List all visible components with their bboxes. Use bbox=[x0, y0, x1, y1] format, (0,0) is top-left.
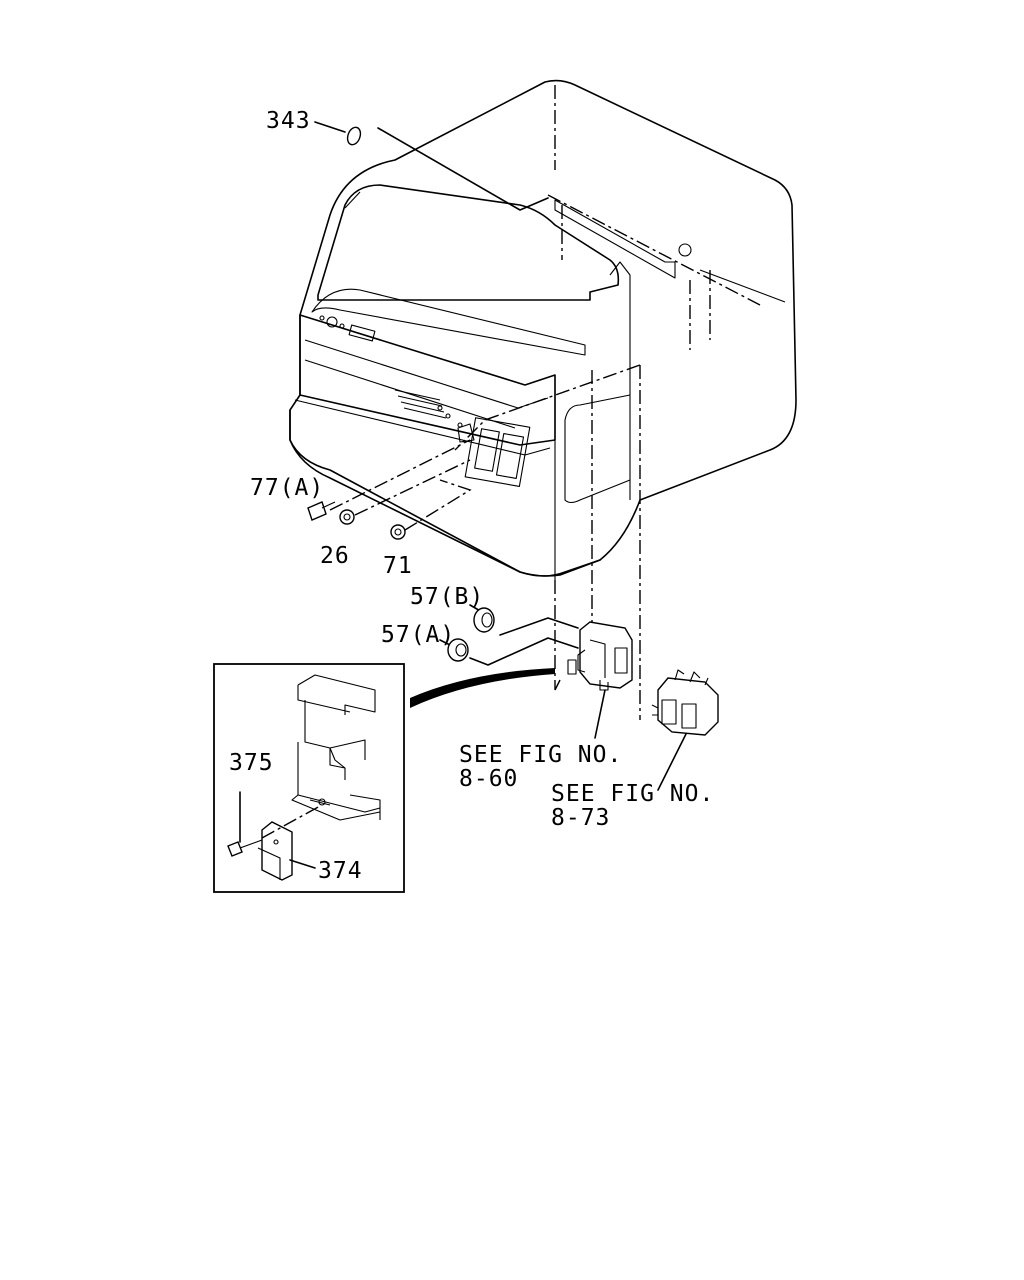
part-71-nut bbox=[390, 524, 406, 540]
vehicle-body bbox=[289, 79, 797, 580]
lamp-assembly-8-60 bbox=[567, 621, 633, 691]
see-fig-873-line2: 8-73 bbox=[551, 805, 610, 831]
label-71: 71 bbox=[383, 553, 413, 579]
label-374: 374 bbox=[318, 858, 363, 884]
label-77a: 77(A) bbox=[250, 475, 324, 501]
part-57a-grommet bbox=[447, 638, 469, 662]
part-77a-bolt bbox=[307, 501, 336, 521]
label-343: 343 bbox=[266, 108, 311, 134]
see-fig-860-line1: SEE FIG NO. bbox=[459, 742, 622, 768]
detail-inset bbox=[213, 663, 405, 893]
part-26-nut bbox=[339, 509, 355, 525]
lamp-assembly-8-73 bbox=[651, 669, 719, 736]
part-57b-grommet bbox=[473, 607, 495, 633]
label-26: 26 bbox=[320, 543, 350, 569]
see-fig-873-line1: SEE FIG NO. bbox=[551, 781, 714, 807]
reference-lines bbox=[329, 85, 761, 720]
label-57b: 57(B) bbox=[410, 584, 484, 610]
detail-pointer bbox=[410, 668, 555, 708]
part-labels: 343 77(A) 26 71 57(B) 57(A) 375 374 SEE … bbox=[229, 108, 714, 884]
see-fig-860-line2: 8-60 bbox=[459, 766, 518, 792]
part-343-plug bbox=[346, 126, 362, 146]
label-57a: 57(A) bbox=[381, 622, 455, 648]
leader-lines bbox=[314, 121, 689, 791]
label-375: 375 bbox=[229, 750, 274, 776]
